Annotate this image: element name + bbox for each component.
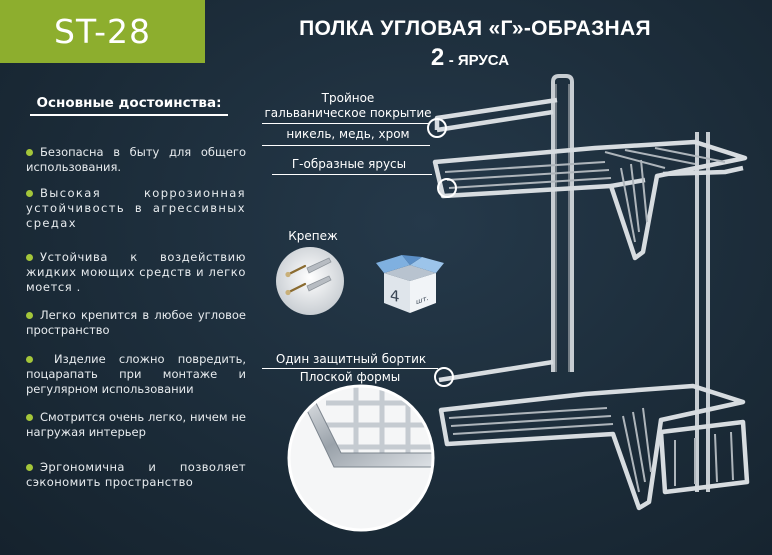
list-item-text: Изделие сложно повредить, поцарапать при…	[26, 352, 246, 396]
bullet-dot	[26, 149, 33, 156]
product-subtitle: 2 - ЯРУСА	[380, 44, 560, 72]
callout-line	[262, 368, 438, 369]
bullet-dot	[26, 464, 33, 471]
list-item: Высокая коррозионная устойчивость в агре…	[26, 186, 246, 231]
callout-line	[272, 174, 432, 175]
tiers-label: Г-образные ярусы	[291, 157, 407, 171]
list-item: Изделие сложно повредить, поцарапать при…	[26, 352, 246, 397]
list-item: Смотрится очень легко, ничем не нагружая…	[26, 410, 246, 440]
list-item: Легко крепится в любое угловое пространс…	[26, 308, 246, 338]
box-count: 4	[390, 285, 400, 307]
product-title: ПОЛКА УГЛОВАЯ «Г»-ОБРАЗНАЯ	[299, 17, 651, 40]
bullet-dot	[26, 254, 33, 261]
edge-label-2: Плоской формы	[299, 370, 401, 384]
list-item-text: Эргономична и позволяет сэкономить прост…	[26, 460, 246, 489]
shelf-illustration	[427, 74, 750, 511]
edge-label-1: Один защитный бортик	[275, 352, 427, 366]
model-badge: ST-28	[0, 0, 205, 63]
mount-hardware-icon	[276, 247, 344, 315]
mount-label: Крепеж	[288, 229, 338, 243]
list-item-text: Устойчива к воздействию жидких моющих ср…	[26, 250, 246, 294]
list-item: Устойчива к воздействию жидких моющих ср…	[26, 250, 246, 295]
bullet-dot	[26, 312, 33, 319]
list-item: Эргономична и позволяет сэкономить прост…	[26, 460, 246, 490]
advantages-heading: Основные достоинства:	[24, 95, 234, 116]
coating-label-2: гальваническое покрытие	[264, 106, 432, 120]
list-item-text: Смотрится очень легко, ничем не нагружая…	[26, 410, 246, 439]
list-item-text: Высокая коррозионная устойчивость в агре…	[26, 186, 246, 230]
bullet-dot	[26, 356, 33, 363]
callout-line	[262, 123, 430, 124]
tier-count: 2	[430, 44, 445, 71]
model-code: ST-28	[54, 12, 151, 51]
tier-count-text: - ЯРУСА	[448, 52, 510, 69]
package-box-icon	[376, 255, 444, 313]
list-item-text: Легко крепится в любое угловое пространс…	[26, 308, 246, 337]
bullet-dot	[26, 190, 33, 197]
list-item-text: Безопасна в быту для общего использовани…	[26, 145, 246, 174]
list-item: Безопасна в быту для общего использовани…	[26, 145, 246, 175]
callout-line	[262, 145, 430, 146]
coating-label-1: Тройное	[321, 91, 375, 105]
coating-label-3: никель, медь, хром	[286, 127, 410, 141]
coating-callout: Тройное гальваническое покрытие	[263, 91, 433, 121]
edge-closeup-image	[287, 384, 435, 532]
bullet-dot	[26, 414, 33, 421]
